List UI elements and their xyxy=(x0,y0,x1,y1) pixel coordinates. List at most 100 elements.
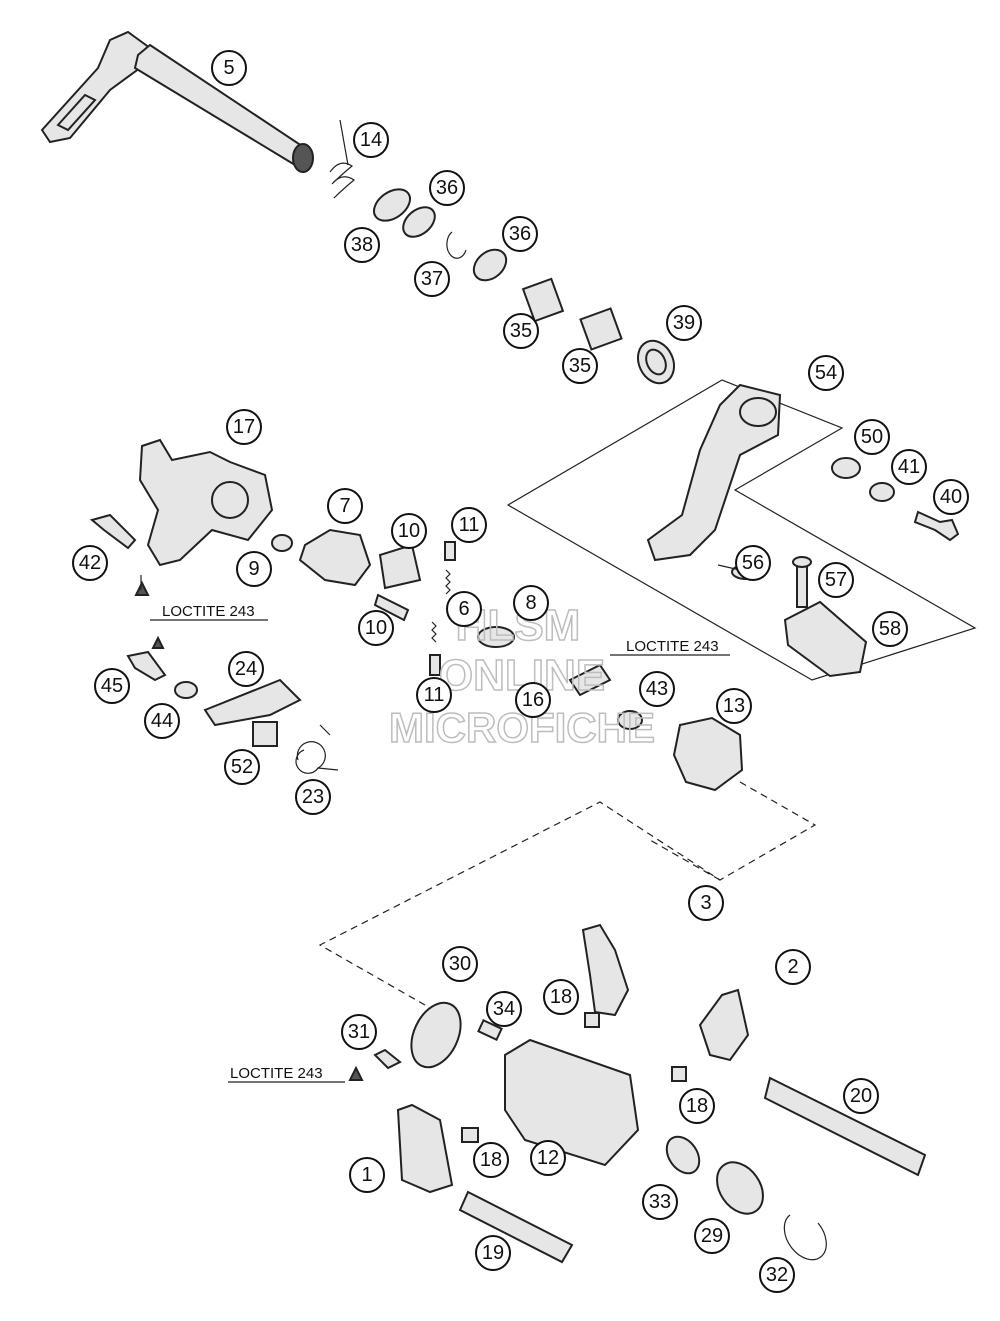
pin-part xyxy=(584,1012,600,1028)
spring-part xyxy=(445,569,451,595)
shift-fork-part xyxy=(698,988,750,1062)
callout-11: 11 xyxy=(416,677,452,713)
callout-34: 34 xyxy=(486,991,522,1027)
callout-12: 12 xyxy=(530,1140,566,1176)
callout-6: 6 xyxy=(446,591,482,627)
callout-39: 39 xyxy=(666,305,702,341)
svg-text:36: 36 xyxy=(436,177,458,199)
washer-part xyxy=(477,626,515,648)
guide-pin-part xyxy=(373,593,410,622)
svg-text:57: 57 xyxy=(825,569,847,591)
needle-bearing-part xyxy=(521,277,565,323)
spring-part xyxy=(329,119,356,199)
svg-text:10: 10 xyxy=(365,617,387,639)
pin-part xyxy=(792,556,812,608)
circlip-part xyxy=(783,1214,827,1261)
bracket-plate-part xyxy=(138,438,274,567)
svg-text:52: 52 xyxy=(231,756,253,778)
shift-fork-part xyxy=(581,923,630,1017)
callout-31: 31 xyxy=(341,1014,377,1050)
callout-43: 43 xyxy=(639,671,675,707)
svg-text:11: 11 xyxy=(424,684,445,706)
callout-50: 50 xyxy=(854,419,890,455)
callout-37: 37 xyxy=(414,261,450,297)
shift-drum-locating-part xyxy=(672,716,744,792)
callout-17: 17 xyxy=(226,409,262,445)
pin-part xyxy=(671,1066,687,1082)
callout-32: 32 xyxy=(759,1257,795,1293)
svg-text:43: 43 xyxy=(646,678,668,700)
svg-text:31: 31 xyxy=(348,1021,370,1043)
callout-14: 14 xyxy=(353,122,389,158)
svg-text:18: 18 xyxy=(480,1149,502,1171)
loctite-drop-part xyxy=(151,635,165,649)
shift-shaft-part xyxy=(40,30,314,173)
callout-44: 44 xyxy=(144,703,180,739)
svg-text:36: 36 xyxy=(509,223,531,245)
callout-45: 45 xyxy=(94,668,130,704)
bearing-part xyxy=(410,1001,462,1069)
svg-text:44: 44 xyxy=(151,710,173,732)
pin-part xyxy=(429,654,441,676)
svg-text:18: 18 xyxy=(550,986,572,1008)
svg-text:42: 42 xyxy=(79,552,101,574)
pin-part xyxy=(477,1019,503,1041)
svg-text:5: 5 xyxy=(223,57,234,79)
svg-text:37: 37 xyxy=(421,268,443,290)
callout-3: 3 xyxy=(688,885,724,921)
svg-text:10: 10 xyxy=(398,520,420,542)
loctite-note: LOCTITE 243 xyxy=(162,603,255,620)
callout-56: 56 xyxy=(735,545,771,581)
svg-text:30: 30 xyxy=(449,953,471,975)
callout-10: 10 xyxy=(391,513,427,549)
callout-8: 8 xyxy=(513,585,549,621)
svg-text:2: 2 xyxy=(787,956,798,978)
callout-40: 40 xyxy=(933,479,969,515)
callout-57: 57 xyxy=(818,562,854,598)
callout-20: 20 xyxy=(843,1078,879,1114)
shift-lever-group-frame xyxy=(506,379,977,681)
assembly-guide-line xyxy=(318,781,817,1006)
pin-part xyxy=(461,1127,479,1143)
bolt-part xyxy=(373,1048,402,1070)
washer-part xyxy=(372,188,412,222)
shift-drum-part xyxy=(504,1038,640,1167)
svg-text:3: 3 xyxy=(700,892,711,914)
svg-text:14: 14 xyxy=(360,129,382,151)
loctite-drop-part xyxy=(348,1065,364,1081)
bearing-part xyxy=(716,1161,764,1215)
callout-7: 7 xyxy=(327,488,363,524)
pin-part xyxy=(444,541,456,561)
callout-30: 30 xyxy=(442,946,478,982)
washer-part xyxy=(402,206,436,238)
svg-text:24: 24 xyxy=(235,658,257,680)
loctite-note: LOCTITE 243 xyxy=(626,638,719,655)
washer-part xyxy=(271,534,293,552)
callout-58: 58 xyxy=(872,611,908,647)
svg-text:34: 34 xyxy=(493,998,515,1020)
svg-text:56: 56 xyxy=(742,552,764,574)
callout-36: 36 xyxy=(429,170,465,206)
callout-18: 18 xyxy=(473,1142,509,1178)
svg-text:9: 9 xyxy=(248,558,259,580)
lock-washer-part xyxy=(869,482,895,502)
svg-text:58: 58 xyxy=(879,618,901,640)
bolt-part xyxy=(568,663,612,697)
svg-text:6: 6 xyxy=(458,598,469,620)
svg-text:7: 7 xyxy=(339,495,350,517)
callout-16: 16 xyxy=(515,682,551,718)
callout-5: 5 xyxy=(211,50,247,86)
shift-tip-part xyxy=(783,600,868,678)
callout-41: 41 xyxy=(891,449,927,485)
svg-text:39: 39 xyxy=(673,312,695,334)
shift-rail-part xyxy=(458,1190,574,1264)
callout-42: 42 xyxy=(72,545,108,581)
callout-38: 38 xyxy=(344,227,380,263)
callout-36: 36 xyxy=(502,216,538,252)
washer-part xyxy=(617,710,643,730)
spring-part xyxy=(295,741,326,774)
spring-part xyxy=(431,621,437,643)
callout-29: 29 xyxy=(694,1218,730,1254)
locking-lever-part xyxy=(203,678,302,727)
callout-18: 18 xyxy=(679,1088,715,1124)
